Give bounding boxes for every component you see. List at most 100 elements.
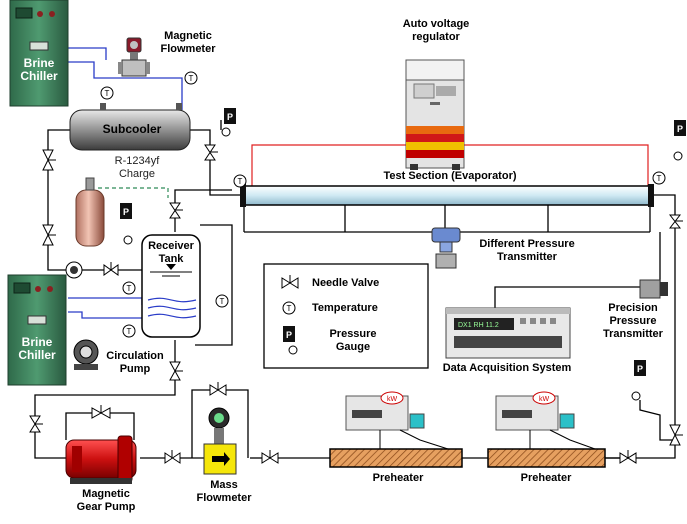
svg-text:T: T <box>127 284 132 293</box>
magnetic-gear-pump-icon <box>65 435 137 484</box>
refrigerant-charge-label: R-1234yf Charge <box>114 155 160 180</box>
sight-glass-icon <box>65 261 83 279</box>
brine-bottom-upper <box>68 297 143 305</box>
pipe-to-test-section <box>209 160 244 196</box>
brine-bottom-lower <box>68 311 142 319</box>
needle-valve-icon <box>42 224 56 246</box>
pipe-mass-bypass-left <box>191 389 210 458</box>
pipe-subcooler-right <box>190 129 211 145</box>
daq-display-text: DX1 RH 11.2 <box>458 322 499 329</box>
test-section-tube <box>240 184 654 207</box>
legend-needle-valve-label: Needle Valve <box>312 277 380 289</box>
pipe-pump-left <box>34 432 66 459</box>
brine-chiller-bottom <box>7 274 67 386</box>
pipe-tank-down <box>34 380 176 416</box>
temperature-sensor-icon: T <box>100 86 114 100</box>
needle-valve-icon <box>164 450 181 464</box>
legend-box: T P <box>263 263 429 369</box>
auto-voltage-regulator-label: Auto voltage regulator <box>402 18 470 43</box>
precision-pressure-transmitter-label: Precision Pressure Transmitter <box>603 302 663 340</box>
temperature-sensor-icon: T <box>184 71 198 85</box>
svg-text:T: T <box>287 304 292 313</box>
needle-valve-icon <box>169 361 183 381</box>
temperature-sensor-icon: T <box>215 294 229 308</box>
auto-voltage-regulator-unit <box>405 59 465 170</box>
different-pressure-transmitter-label: Different Pressure Transmitter <box>479 238 575 263</box>
needle-valve-icon <box>261 450 279 464</box>
legend-temperature-label: Temperature <box>312 302 378 314</box>
legend-pressure-icon: P <box>283 326 298 355</box>
needle-valve-icon <box>209 382 227 396</box>
temperature-sensors: T T T T T T T <box>100 71 666 338</box>
svg-text:T: T <box>657 174 662 183</box>
needle-valve-icon <box>669 424 683 446</box>
pressure-gauge-icon: P <box>673 120 686 161</box>
magnetic-gear-pump-label: Magnetic Gear Pump <box>76 488 136 513</box>
svg-text:T: T <box>127 327 132 336</box>
circulation-pump-label: Circulation Pump <box>106 350 164 375</box>
svg-text:P: P <box>286 330 292 340</box>
preheater-1-unit <box>329 395 463 468</box>
magnetic-flowmeter-label: Magnetic Flowmeter <box>160 30 216 55</box>
needle-valve-icon <box>103 262 119 276</box>
power-meter-2: kW <box>532 391 556 405</box>
brine-chiller-top <box>9 0 69 107</box>
brine-top-lower <box>68 61 183 110</box>
svg-text:T: T <box>238 177 243 186</box>
test-section-label: Test Section (Evaporator) <box>383 170 517 182</box>
needle-valve-icon <box>169 202 183 219</box>
needle-valve-icon <box>91 405 111 419</box>
pipe-test-right <box>650 194 676 215</box>
brine-chiller-top-label: Brine Chiller <box>20 56 58 83</box>
preheater-2-label: Preheater <box>520 472 572 484</box>
differential-pressure-transmitter-icon <box>431 227 461 269</box>
temperature-sensor-icon: T <box>122 281 136 295</box>
legend-pressure-gauge-label: Pressure Gauge <box>329 328 377 353</box>
needle-valve-icon <box>42 149 56 171</box>
brine-chiller-bottom-label: Brine Chiller <box>18 335 56 362</box>
needle-valve-icon <box>204 144 218 161</box>
pipe-subcooler-left <box>47 129 70 150</box>
pipe-tank-right <box>195 224 233 346</box>
brine-top-upper <box>68 47 107 60</box>
power-meter-1: kW <box>380 391 404 405</box>
svg-text:T: T <box>105 89 110 98</box>
svg-text:T: T <box>189 74 194 83</box>
magnetic-flowmeter-icon <box>118 37 150 77</box>
data-acquisition-system-label: Data Acquisition System <box>442 362 572 374</box>
pressure-gauge-icon: P <box>120 203 133 245</box>
circulation-pump-icon <box>73 339 99 370</box>
svg-text:P: P <box>227 112 233 122</box>
temperature-sensor-icon: T <box>122 324 136 338</box>
receiver-tank <box>141 234 201 338</box>
needle-valve-icon <box>668 214 683 229</box>
subcooler-label: Subcooler <box>102 122 162 136</box>
pressure-gauge-icon: P <box>221 108 236 137</box>
subcooler-vessel <box>69 103 191 151</box>
svg-text:T: T <box>220 297 225 306</box>
receiver-tank-label: Receiver Tank <box>148 240 194 265</box>
charge-line <box>98 187 169 198</box>
svg-text:P: P <box>677 124 683 134</box>
refrigerant-piping <box>34 120 676 459</box>
svg-text:P: P <box>637 364 643 374</box>
temperature-sensor-icon: T <box>233 174 247 188</box>
needle-valve-icon <box>619 450 637 464</box>
mass-flowmeter-icon <box>203 407 237 475</box>
data-acquisition-unit: DX1 RH 11.2 <box>445 307 571 359</box>
legend-temperature-icon: T <box>282 301 296 315</box>
legend-needle-valve-icon <box>281 275 299 289</box>
pipe-left-bottom <box>47 245 66 271</box>
refrigerant-cylinder <box>75 177 105 247</box>
power-meter-2-text: kW <box>539 396 550 403</box>
preheater-1-label: Preheater <box>372 472 424 484</box>
pipe-mass-bypass-right <box>226 389 249 458</box>
power-meter-1-text: kW <box>387 396 398 403</box>
needle-valve-icon <box>29 415 43 433</box>
temperature-sensor-icon: T <box>652 171 666 185</box>
svg-text:P: P <box>123 207 129 217</box>
mass-flowmeter-label: Mass Flowmeter <box>196 479 252 504</box>
needle-valves <box>29 144 683 464</box>
